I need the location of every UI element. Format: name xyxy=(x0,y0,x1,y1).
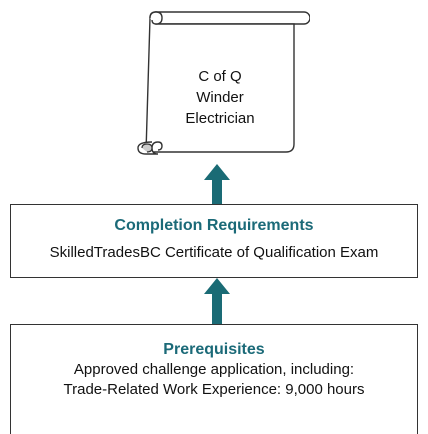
arrow-up-icon xyxy=(204,164,230,204)
prerequisite-item: Approved challenge application, includin… xyxy=(73,361,355,378)
completion-requirement-item: SkilledTradesBC Certificate of Qualifica… xyxy=(49,244,379,261)
certificate-line: Winder xyxy=(196,89,244,106)
scroll-icon xyxy=(137,11,310,155)
prerequisite-item: Trade-Related Work Experience: 9,000 hou… xyxy=(63,381,365,398)
certificate-text: C of Q Winder Electrician xyxy=(160,66,280,129)
completion-requirements-box: Completion Requirements SkilledTradesBC … xyxy=(10,204,418,278)
arrow-up-icon xyxy=(204,278,230,324)
completion-requirements-title: Completion Requirements xyxy=(114,217,314,234)
prerequisites-box: Prerequisites Approved challenge applica… xyxy=(10,324,418,434)
certificate-line: Electrician xyxy=(185,110,255,127)
certificate-line: C of Q xyxy=(198,68,242,85)
prerequisites-title: Prerequisites xyxy=(163,341,265,358)
certificate-scroll: C of Q Winder Electrician xyxy=(130,8,310,160)
